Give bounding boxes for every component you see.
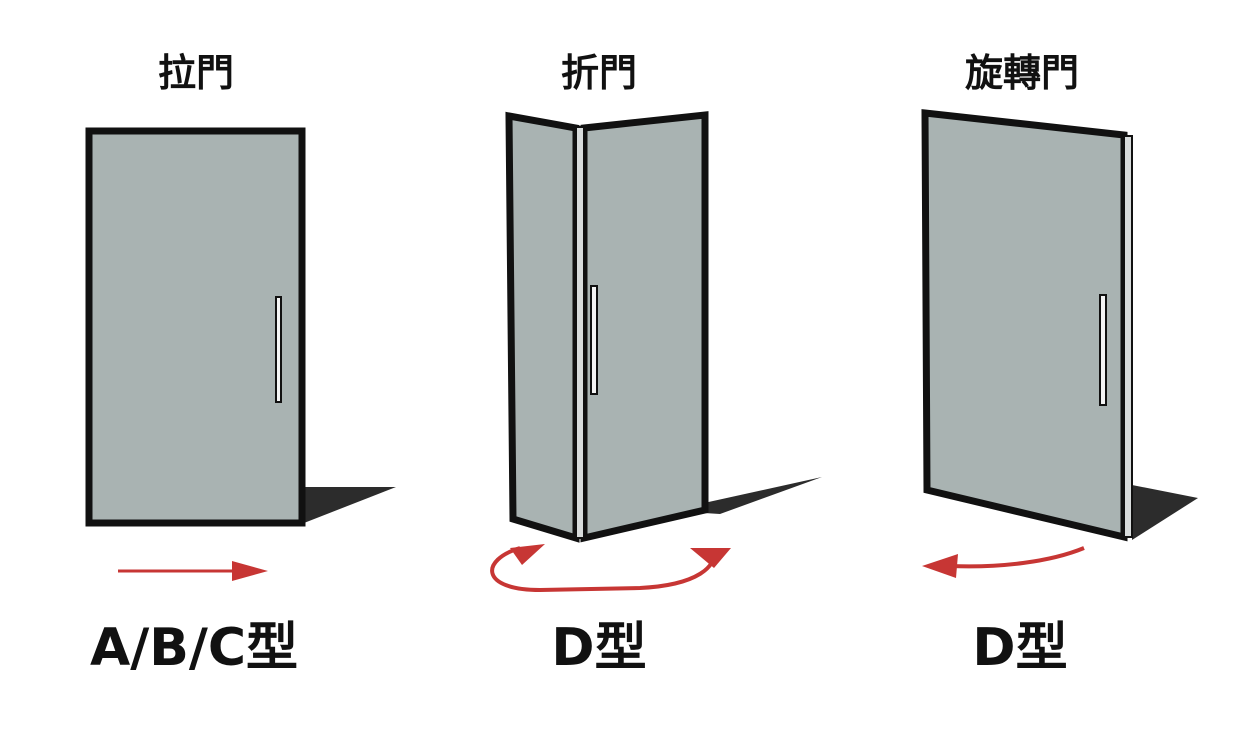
folding-door-handle bbox=[590, 285, 598, 395]
pivot-door-edge bbox=[1123, 135, 1133, 538]
pivot-door-handle bbox=[1099, 294, 1107, 406]
sliding-door-shadow bbox=[300, 487, 396, 523]
folding-door-left-leaf bbox=[505, 111, 580, 543]
sliding-door-type-label: A/B/C型 bbox=[89, 618, 299, 678]
sliding-door-title: 拉門 bbox=[157, 51, 234, 95]
pivot-door-icon bbox=[921, 109, 1198, 542]
sliding-door-icon bbox=[85, 127, 396, 527]
folding-door-hinge bbox=[575, 126, 585, 539]
pivot-door-panel bbox=[921, 109, 1128, 542]
swing-curved-arrow-icon bbox=[922, 546, 1085, 578]
pivot-door-type-label: D型 bbox=[972, 618, 1068, 678]
folding-door-type-label: D型 bbox=[551, 618, 647, 678]
folding-door-right-leaf bbox=[580, 111, 709, 543]
sliding-door-handle bbox=[275, 296, 282, 403]
folding-door-title: 折門 bbox=[560, 51, 637, 95]
pivot-door-title: 旋轉門 bbox=[964, 51, 1079, 95]
fold-curved-arrows-icon bbox=[490, 544, 731, 593]
pivot-door-shadow bbox=[1132, 485, 1198, 540]
slide-right-arrow-icon bbox=[118, 561, 268, 581]
sliding-door-panel bbox=[85, 127, 306, 527]
folding-door-shadow bbox=[704, 477, 822, 514]
folding-door-icon bbox=[505, 111, 822, 543]
